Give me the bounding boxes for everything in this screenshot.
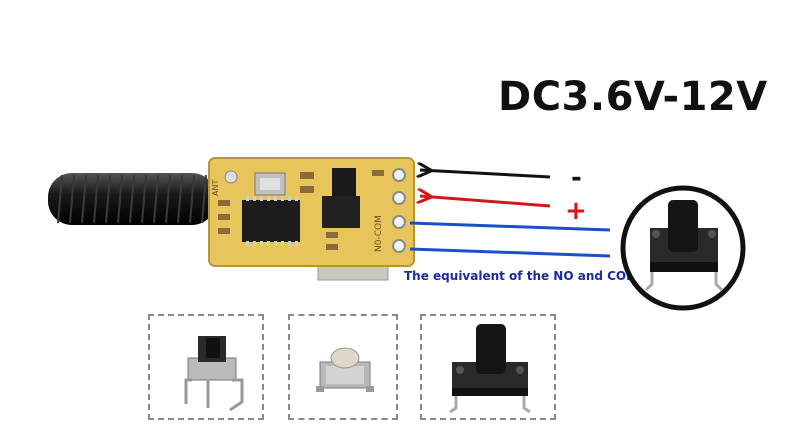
positive-wire [420, 196, 551, 208]
right-angle-button-icon [184, 336, 244, 412]
silkscreen-ant: ANT [211, 180, 220, 196]
circled-tactile-button-icon [620, 185, 746, 311]
smd-button-icon [316, 347, 374, 392]
voltage-title: DC3.6V-12V [498, 74, 768, 120]
silkscreen-no-com: N0-COM [374, 215, 384, 252]
negative-wire [420, 170, 551, 179]
signal-wire-com [409, 247, 611, 258]
receiver-board: N0-COM ANT [208, 157, 415, 281]
button-example-right-angle [148, 314, 264, 420]
plus-sign: + [565, 196, 587, 226]
signal-wire-no [409, 221, 611, 232]
button-example-smd [288, 314, 398, 420]
antenna-coil-icon [48, 173, 216, 225]
tall-button-icon [449, 324, 531, 414]
button-example-tall [420, 314, 556, 420]
minus-sign: - [571, 163, 582, 193]
equivalence-note: The equivalent of the NO and COM [404, 269, 638, 283]
